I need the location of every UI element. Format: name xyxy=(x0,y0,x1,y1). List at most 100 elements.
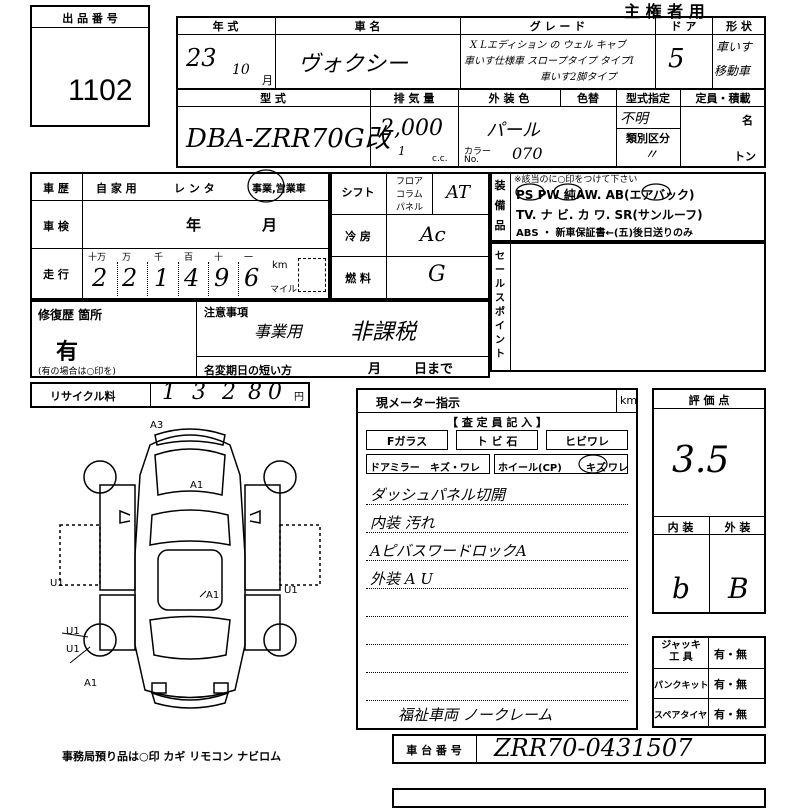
exterior-value: B xyxy=(728,572,749,605)
inspect-wheel-scratch[interactable]: キズ xyxy=(586,463,606,474)
meter-label: 現メーター指示 xyxy=(376,396,461,410)
history-box xyxy=(30,172,330,300)
month-value: 10 xyxy=(232,62,250,78)
diagram-mark-4: U1 xyxy=(66,626,80,637)
shift-value: AT xyxy=(446,182,471,203)
inspect-wheel[interactable]: ホイール(CP) xyxy=(498,463,562,474)
fuel-value: G xyxy=(428,262,446,287)
shift-panel[interactable]: パネル xyxy=(396,203,424,213)
chassis-value: ZRR70-0431507 xyxy=(494,734,693,762)
history-option-rental[interactable]: レ ン タ xyxy=(174,182,215,195)
repair-value: 有 xyxy=(56,340,79,365)
meter-unit: km xyxy=(620,394,638,407)
equipment-note: ※該当のに○印をつけて下さい xyxy=(514,175,638,185)
car-name-label: 車 名 xyxy=(354,20,381,33)
year-label: 年 式 xyxy=(212,20,239,33)
diagram-mark-7: U1 xyxy=(66,644,80,655)
inspect-crack[interactable]: ヒビワレ xyxy=(565,435,609,448)
fuel-label: 燃 料 xyxy=(345,272,371,285)
year-value: 23 xyxy=(186,44,217,72)
name-change-label: 名変期日の短い方 xyxy=(204,364,292,377)
inspect-stone-chip[interactable]: ト ビ 石 xyxy=(476,435,518,448)
diagram-mark-5: U1 xyxy=(284,585,298,596)
inspect-wheel-crack[interactable]: ワレ xyxy=(608,463,628,474)
sales-point-box xyxy=(490,242,766,372)
mileage-digit-3: 1 xyxy=(154,264,170,292)
grade-label: グ レ ー ド xyxy=(529,20,586,33)
month-unit: 月 xyxy=(262,74,273,87)
ac-label: 冷 房 xyxy=(345,230,371,243)
shift-floor[interactable]: フロア xyxy=(396,177,424,187)
inspect-mirror-damage[interactable]: キズ・ワレ xyxy=(430,463,480,474)
recycle-digit-4: 8 xyxy=(248,380,262,405)
mileage-unit-1k: 千 xyxy=(154,253,164,263)
mileage-unit-100: 百 xyxy=(184,253,194,263)
name-change-month: 月 xyxy=(368,362,382,377)
recycle-digit-1: 1 xyxy=(162,380,176,405)
mileage-digit-5: 9 xyxy=(214,264,230,292)
history-option-business[interactable]: 事業,営業車 xyxy=(252,184,306,195)
persons-unit: 名 xyxy=(742,114,753,127)
tons-unit: トン xyxy=(734,150,756,163)
inspect-fglass[interactable]: Fガラス xyxy=(386,435,428,448)
equipment-line2[interactable]: TV. ナ ビ. カ ワ. SR(サンルーフ) xyxy=(516,208,703,222)
recycle-box xyxy=(30,382,310,408)
vehicle-info-box xyxy=(176,16,766,168)
spare-tire-value[interactable]: 有・無 xyxy=(714,708,747,721)
spare-tire-label: スペアタイヤ xyxy=(654,711,708,721)
inspection-label: 車 検 xyxy=(43,220,69,233)
mileage-label: 走 行 xyxy=(43,268,69,281)
remarks-label: 注意事項 xyxy=(204,306,248,319)
sales-point-label: セールスポイント xyxy=(495,251,505,360)
chassis-box xyxy=(392,734,766,764)
office-note: 事務局預り品は○印 カギ リモコン ナビロム xyxy=(62,750,282,763)
rating-label: 評 価 点 xyxy=(688,394,730,407)
shape-label: 形 状 xyxy=(726,20,752,33)
lot-number: 1102 xyxy=(68,74,133,107)
inspector-bottom-note: 福祉車両 ノークレーム xyxy=(398,706,553,724)
inspector-note-2: 内装 汚れ xyxy=(370,514,435,532)
equipment-label: 装 備 品 xyxy=(494,179,506,232)
remarks-value-2: 非課税 xyxy=(350,320,417,345)
puncture-kit-value[interactable]: 有・無 xyxy=(714,678,747,691)
repair-box xyxy=(30,300,490,378)
inspect-door-mirror[interactable]: ドアミラー xyxy=(370,463,420,474)
inspection-year: 年 xyxy=(186,216,202,234)
mileage-digit-1: 2 xyxy=(92,264,108,292)
equipment-line3[interactable]: ABS ・ 新車保証書←(五)後日送りのみ xyxy=(516,228,694,239)
mile-unit: マイル xyxy=(270,285,298,295)
mileage-unit-10k: 万 xyxy=(122,253,132,263)
displacement-value: 2,000 xyxy=(380,116,443,141)
color-change-label: 色替 xyxy=(577,92,599,105)
model-label: 型 式 xyxy=(260,92,286,105)
mile-checkbox[interactable] xyxy=(298,258,326,292)
inspection-month: 月 xyxy=(262,216,278,234)
color-no-value: 070 xyxy=(512,144,543,163)
mileage-unit-100k: 十万 xyxy=(88,253,107,263)
diagram-mark-6: A1 xyxy=(206,590,220,601)
jack-value[interactable]: 有・無 xyxy=(714,648,747,661)
mileage-unit-1: 一 xyxy=(244,253,254,263)
color-no-label: カラー No. xyxy=(464,147,492,165)
business-circle xyxy=(247,169,285,203)
car-name-value: ヴォクシー xyxy=(298,52,409,77)
grade-line2: 車いす仕様車 スロープタイプ タイプI xyxy=(464,56,634,67)
shift-column[interactable]: コラム xyxy=(396,190,423,200)
interior-value: b xyxy=(672,572,690,605)
jack-label: ジャッキ 工 具 xyxy=(661,640,701,663)
mileage-unit-10: 十 xyxy=(214,253,224,263)
recycle-digit-3: 2 xyxy=(222,380,236,405)
history-option-private[interactable]: 自 家 用 xyxy=(96,182,137,195)
tools-box xyxy=(652,636,766,728)
class-label: 類別区分 xyxy=(626,132,670,145)
capacity-label: 定員・積載 xyxy=(695,92,751,105)
inspector-note-1: ダッシュパネル切開 xyxy=(370,486,506,504)
ac-value: Ac xyxy=(420,222,446,246)
color-value: パール xyxy=(486,120,540,141)
displacement-label: 排 気 量 xyxy=(393,92,435,105)
model-designation-value: 不明 xyxy=(620,111,648,127)
color-label: 外 装 色 xyxy=(488,92,530,105)
wheel-scratch-circle xyxy=(578,454,608,474)
grade-line3: 車いす2脚タイプ xyxy=(540,72,617,83)
mileage-digit-6: 6 xyxy=(244,264,260,292)
